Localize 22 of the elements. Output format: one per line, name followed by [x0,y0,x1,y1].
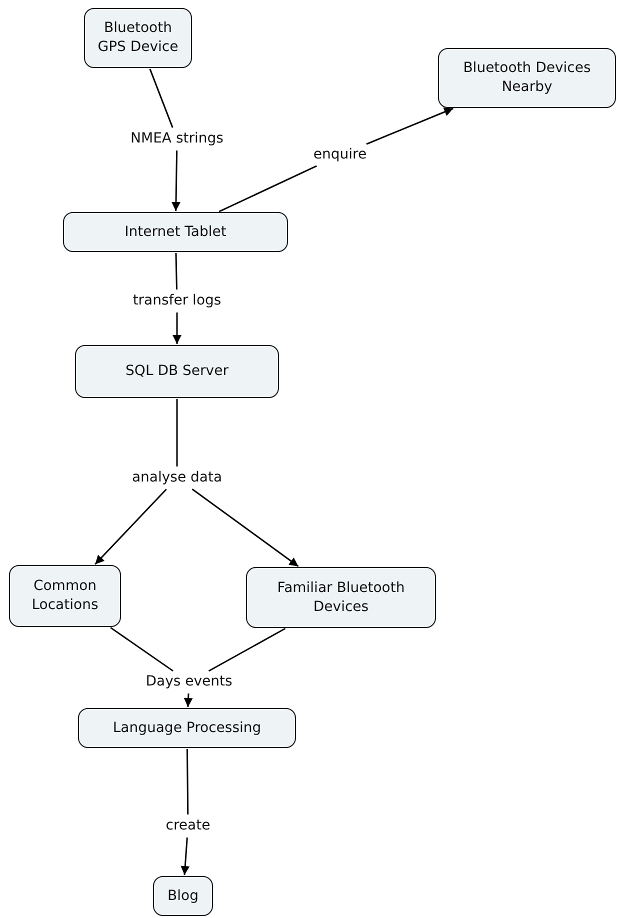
arrow [172,312,182,344]
arrow [184,693,193,708]
concept-box: SQL DB Server [75,345,279,398]
connector-line [186,749,189,815]
concept-box: Common Locations [9,565,121,627]
connector-line [218,165,317,212]
concept-box: Bluetooth GPS Device [84,8,192,68]
connector-line [149,68,174,128]
concept-box: Internet Tablet [63,212,288,252]
concept-box: Blog [153,876,213,916]
arrow [366,108,454,145]
connector-line [175,252,178,290]
connector-line [110,626,174,672]
concept-box: Bluetooth Devices Nearby [438,48,616,108]
arrow [180,837,190,876]
arrow [171,150,180,212]
concept-box: Language Processing [78,708,296,748]
arrow [192,488,299,568]
connector-line [208,628,286,672]
connector-line [176,399,178,466]
arrow [94,488,167,565]
concept-box: Familiar Bluetooth Devices [246,567,436,628]
